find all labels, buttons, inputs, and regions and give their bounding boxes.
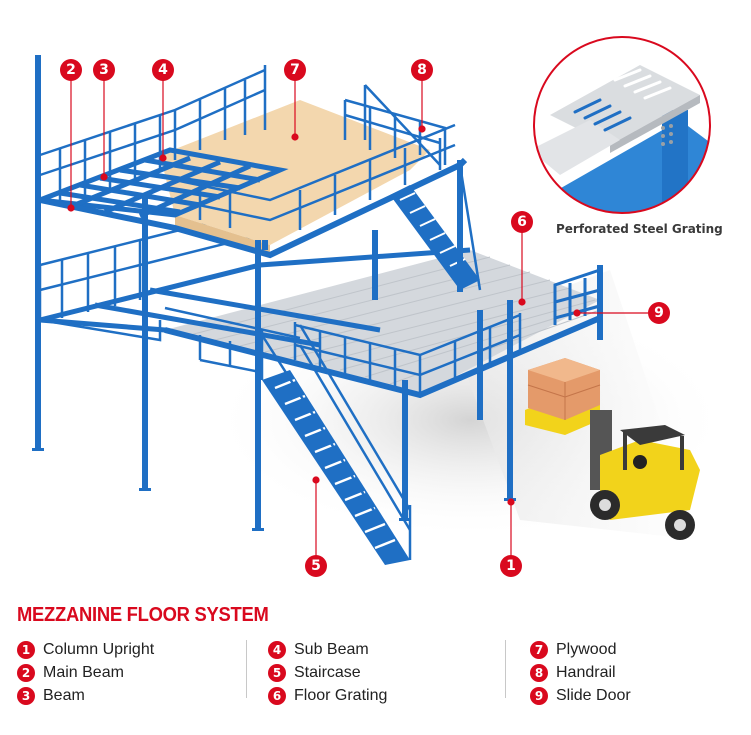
legend-column-3: 7 Plywood 8 Handrail 9 Slide Door: [530, 638, 631, 707]
legend-column-1: 1 Column Upright 2 Main Beam 3 Beam: [17, 638, 154, 707]
legend-label: Column Upright: [43, 640, 155, 658]
callout-badge-7: 7: [284, 59, 306, 81]
callout-badge-1: 1: [500, 555, 522, 577]
lower-handrail: [293, 313, 522, 395]
legend: 1 Column Upright 2 Main Beam 3 Beam 4 Sub Be…: [0, 638, 751, 710]
sub-beam-grid: [39, 147, 289, 219]
legend-item: 1 Column Upright: [17, 638, 154, 661]
pallet-boxes: [525, 358, 601, 435]
legend-label: Handrail: [556, 663, 616, 681]
mezzanine-illustration: [32, 36, 730, 565]
legend-number-badge: 6: [268, 686, 286, 705]
legend-divider: [246, 640, 247, 698]
callout-badge-8: 8: [411, 59, 433, 81]
legend-number-badge: 8: [530, 663, 548, 682]
legend-item: 3 Beam: [17, 684, 154, 707]
callout-badge-3: 3: [93, 59, 115, 81]
legend-item: 9 Slide Door: [530, 684, 631, 707]
legend-label: Floor Grating: [294, 686, 388, 704]
legend-label: Beam: [43, 686, 85, 704]
legend-number-badge: 2: [17, 663, 35, 682]
callout-leaders: [67, 80, 648, 556]
legend-label: Sub Beam: [294, 640, 369, 658]
legend-item: 5 Staircase: [268, 661, 387, 684]
legend-label: Plywood: [556, 640, 617, 658]
legend-item: 7 Plywood: [530, 638, 631, 661]
column-uprights: [35, 55, 603, 530]
legend-item: 2 Main Beam: [17, 661, 154, 684]
inset-caption: Perforated Steel Grating: [556, 222, 723, 236]
callout-badge-9: 9: [648, 302, 670, 324]
callout-badge-5: 5: [305, 555, 327, 577]
legend-number-badge: 3: [17, 686, 35, 705]
diagram-title: MEZZANINE FLOOR SYSTEM: [17, 604, 269, 626]
legend-item: 8 Handrail: [530, 661, 631, 684]
callout-badge-2: 2: [60, 59, 82, 81]
legend-label: Slide Door: [556, 686, 631, 704]
legend-number-badge: 5: [268, 663, 286, 682]
legend-number-badge: 1: [17, 640, 35, 659]
legend-label: Main Beam: [43, 663, 124, 681]
legend-number-badge: 9: [530, 686, 548, 705]
legend-item: 6 Floor Grating: [268, 684, 387, 707]
main-staircase: [260, 324, 412, 565]
callout-badge-6: 6: [511, 211, 533, 233]
legend-item: 4 Sub Beam: [268, 638, 387, 661]
slide-door: [553, 267, 602, 325]
forklift: [590, 410, 700, 540]
plywood-deck: [160, 100, 430, 255]
callout-badge-4: 4: [152, 59, 174, 81]
legend-number-badge: 7: [530, 640, 548, 659]
upper-handrail: [39, 65, 456, 230]
legend-column-2: 4 Sub Beam 5 Staircase 6 Floor Grating: [268, 638, 387, 707]
legend-number-badge: 4: [268, 640, 286, 659]
legend-divider: [505, 640, 506, 698]
perforated-grating-inset: [533, 36, 711, 214]
legend-label: Staircase: [294, 663, 361, 681]
